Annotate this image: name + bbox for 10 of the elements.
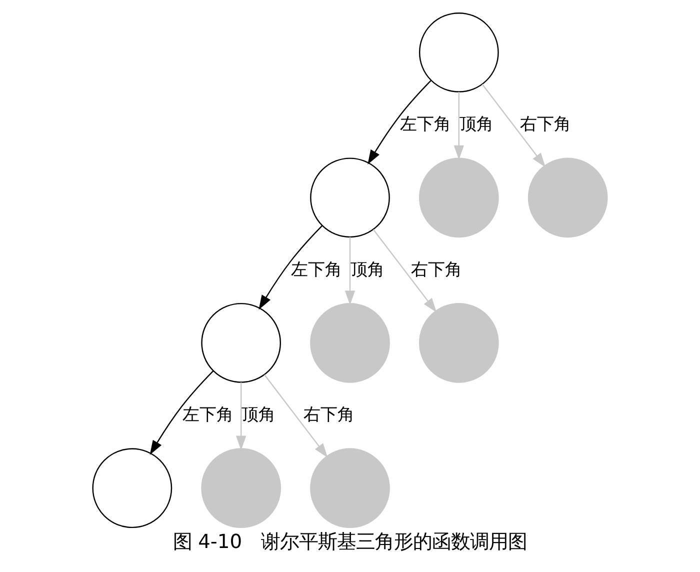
edge-label: 右下角 xyxy=(411,258,462,279)
edge-label: 顶角 xyxy=(459,114,494,134)
edge-label: 顶角 xyxy=(350,258,385,279)
caption: 图 4-10 谢尔平斯基三角形的函数调用图 xyxy=(172,530,528,553)
edge-label: 左下角 xyxy=(182,404,234,424)
edge-label: 左下角 xyxy=(400,114,452,134)
edge-label: 左下角 xyxy=(291,258,342,279)
edge-label: 右下角 xyxy=(520,114,571,134)
edge-label: 右下角 xyxy=(303,404,354,424)
edge-label: 顶角 xyxy=(242,404,276,424)
